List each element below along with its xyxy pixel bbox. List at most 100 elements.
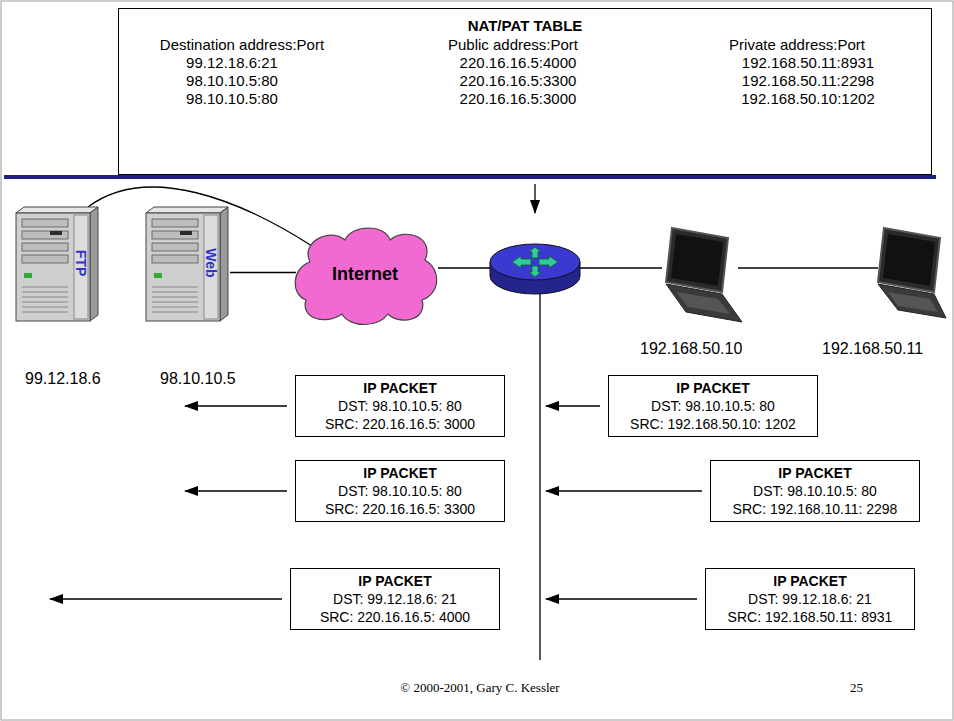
flow-arrow	[546, 405, 600, 406]
server-box: Web	[140, 205, 230, 323]
vent-line	[152, 292, 198, 293]
drive-bay	[152, 219, 198, 227]
packet-box: IP PACKETDST: 99.12.18.6: 21SRC: 192.168…	[705, 568, 915, 630]
packet-field: SRC: 220.16.16.5: 3000	[306, 415, 494, 433]
divider-line	[4, 175, 936, 179]
packet-field: DST: 98.10.10.5: 80	[306, 397, 494, 415]
table-cell: 220.16.16.5:3000	[460, 90, 577, 107]
packet-field: DST: 98.10.10.5: 80	[306, 482, 494, 500]
table-cell: 220.16.16.5:3300	[460, 72, 577, 89]
drive-bay	[22, 243, 68, 251]
status-light	[24, 273, 32, 278]
laptop-icon	[666, 228, 742, 322]
cloud-outline	[295, 228, 437, 325]
vent-line	[22, 297, 68, 298]
wire	[738, 267, 878, 268]
network-link	[230, 272, 296, 273]
server-top	[16, 207, 98, 213]
drive-bay	[152, 255, 198, 263]
drive-slot	[180, 231, 192, 235]
vent-line	[22, 312, 68, 313]
server-side	[90, 207, 98, 321]
packet-field: DST: 98.10.10.5: 80	[721, 482, 909, 500]
packet-field: SRC: 192.168.10.11: 2298	[721, 500, 909, 518]
column-header: Destination address:Port	[160, 36, 324, 53]
server-box: FTP	[10, 205, 100, 323]
copyright-note: © 2000-2001, Gary C. Kessler	[400, 680, 559, 696]
vent-line	[152, 287, 198, 288]
table-arrow	[534, 184, 535, 213]
drive-bay	[22, 255, 68, 263]
server-body	[146, 213, 220, 321]
packet-box: IP PACKETDST: 98.10.10.5: 80SRC: 192.168…	[608, 375, 818, 437]
vent-line	[22, 302, 68, 303]
node-title: Web	[203, 248, 219, 277]
packet-field: SRC: 192.168.50.10: 1202	[619, 415, 807, 433]
ip-address: 98.10.10.5	[160, 370, 236, 388]
ip-address: 99.12.18.6	[25, 370, 101, 388]
packet-field: SRC: 192.168.50.11: 8931	[716, 608, 904, 626]
page-number: 25	[850, 680, 863, 696]
status-light	[154, 273, 162, 278]
vent-line	[22, 307, 68, 308]
server-strip	[74, 215, 88, 319]
column-header: Private address:Port	[729, 36, 865, 53]
server-side	[220, 207, 228, 321]
packet-field: SRC: 220.16.16.5: 4000	[301, 608, 489, 626]
table-cell: 192.168.50.11:2298	[742, 72, 874, 89]
node-title: Internet	[332, 264, 398, 285]
drive-bay	[22, 219, 68, 227]
packet-title: IP PACKET	[306, 464, 494, 482]
drive-bay	[152, 231, 198, 239]
table-cell: 192.168.50.10:1202	[741, 90, 874, 107]
router-symbol	[490, 244, 580, 294]
server-top	[146, 207, 228, 213]
packet-field: DST: 99.12.18.6: 21	[716, 590, 904, 608]
packet-title: IP PACKET	[301, 572, 489, 590]
flow-arrow	[50, 598, 282, 599]
ip-address: 192.168.50.11	[822, 340, 923, 358]
packet-box: IP PACKETDST: 98.10.10.5: 80SRC: 220.16.…	[295, 375, 505, 437]
packet-box: IP PACKETDST: 98.10.10.5: 80SRC: 192.168…	[710, 460, 920, 522]
packet-field: DST: 98.10.10.5: 80	[619, 397, 807, 415]
table-cell: 220.16.16.5:4000	[460, 54, 577, 71]
flow-arrow	[185, 490, 287, 491]
vent-line	[152, 312, 198, 313]
packet-title: IP PACKET	[716, 572, 904, 590]
drive-bay	[152, 243, 198, 251]
table-cell: 192.168.50.11:8931	[742, 54, 874, 71]
table-cell: 99.12.18.6:21	[186, 54, 278, 71]
packet-title: IP PACKET	[721, 464, 909, 482]
packet-field: SRC: 220.16.16.5: 3300	[306, 500, 494, 518]
flow-arrow	[546, 598, 697, 599]
server-body	[16, 213, 90, 321]
column-header: Public address:Port	[448, 36, 578, 53]
wire	[438, 267, 492, 268]
vent-line	[22, 287, 68, 288]
flow-arrow	[185, 405, 287, 406]
internet-cloud: Internet	[290, 222, 440, 327]
vent-line	[152, 307, 198, 308]
vent-line	[22, 292, 68, 293]
table-cell: 98.10.10.5:80	[186, 90, 278, 107]
vent-line	[152, 302, 198, 303]
packet-title: IP PACKET	[306, 379, 494, 397]
packet-box: IP PACKETDST: 99.12.18.6: 21SRC: 220.16.…	[290, 568, 500, 630]
server-strip	[204, 215, 218, 319]
vent-line	[152, 297, 198, 298]
node-title: NAT/PAT TABLE	[119, 9, 931, 34]
drive-bay	[22, 231, 68, 239]
table-cell: 98.10.10.5:80	[186, 72, 278, 89]
flow-arrow	[546, 490, 702, 491]
ip-address: 192.168.50.10	[640, 340, 742, 358]
node-title: FTP	[73, 250, 89, 276]
drive-slot	[50, 231, 62, 235]
wire	[578, 267, 662, 268]
laptop-icon	[878, 228, 946, 318]
packet-field: DST: 99.12.18.6: 21	[301, 590, 489, 608]
packet-box: IP PACKETDST: 98.10.10.5: 80SRC: 220.16.…	[295, 460, 505, 522]
packet-title: IP PACKET	[619, 379, 807, 397]
wire	[539, 290, 540, 660]
